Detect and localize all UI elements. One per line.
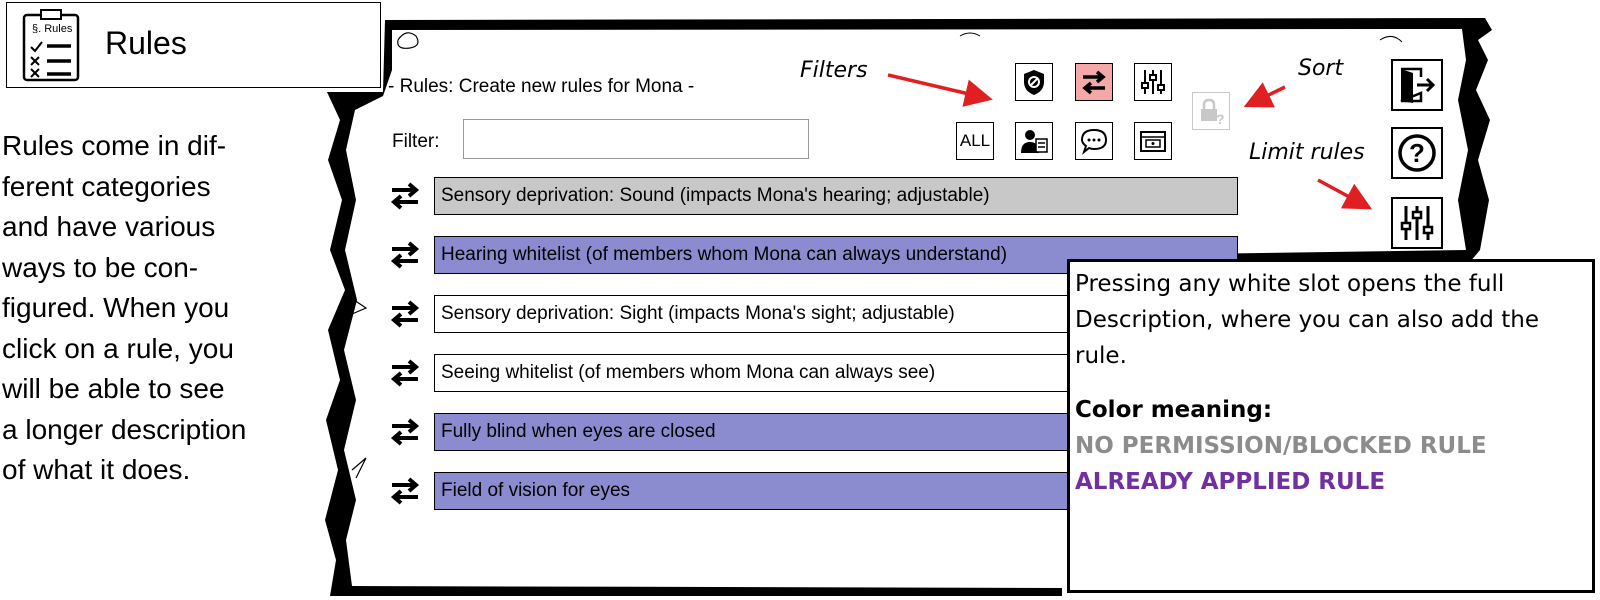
intro-line: ferent categories: [2, 170, 211, 202]
filter-device-button[interactable]: [1134, 122, 1172, 160]
sort-arrow: [1243, 82, 1286, 108]
lock-question-icon: ?: [1201, 98, 1225, 126]
rule-bar-blocked[interactable]: Sensory deprivation: Sound (impacts Mona…: [434, 177, 1238, 215]
person-card-icon: [1021, 130, 1048, 153]
swap-arrows-icon: [1082, 70, 1106, 95]
limit-rules-arrow: [1317, 178, 1373, 210]
help-button[interactable]: ?: [1391, 127, 1443, 179]
filter-input[interactable]: [463, 119, 809, 159]
rule-row[interactable]: Sensory deprivation: Sound (impacts Mona…: [388, 177, 1238, 215]
clipboard-label: §. Rules: [32, 23, 73, 35]
swap-arrows-icon: [390, 241, 420, 269]
all-label: ALL: [959, 131, 991, 150]
popup-description: Pressing any white slot opens the full D…: [1075, 271, 1539, 369]
intro-line: ways to be con-: [2, 251, 199, 283]
filter-all-button[interactable]: ALL: [956, 122, 994, 160]
swap-arrows-icon: [390, 477, 420, 505]
shield-block-icon: [1024, 70, 1044, 95]
swap-arrows-icon: [390, 359, 420, 387]
limit-rules-annotation: Limit rules: [1249, 140, 1365, 165]
swap-arrows-icon: [390, 418, 420, 446]
intro-line: figured. When you: [2, 292, 230, 323]
clipboard-checklist-icon: §. Rules: [22, 9, 80, 82]
page-title: Rules: [105, 25, 187, 61]
filter-label: Filter:: [392, 131, 440, 152]
filter-members-button[interactable]: [1015, 122, 1053, 160]
legend-applied: ALREADY APPLIED RULE: [1075, 469, 1386, 495]
intro-line: Rules come in dif-: [2, 130, 227, 161]
filter-blocked-button[interactable]: [1015, 63, 1053, 101]
question-circle-icon: ?: [1398, 134, 1436, 172]
intro-line: will be able to see: [2, 373, 225, 404]
intro-line: and have various: [2, 211, 216, 242]
exit-door-icon: [1400, 67, 1436, 103]
legend-title: Color meaning:: [1075, 397, 1273, 423]
sliders-icon: [1400, 206, 1434, 240]
intro-line: a longer description: [2, 413, 247, 445]
legend-blocked: NO PERMISSION/BLOCKED RULE: [1075, 433, 1487, 459]
intro-text: Rules come in dif- ferent categories and…: [2, 126, 322, 491]
sort-button[interactable]: ?: [1192, 92, 1230, 130]
filter-swap-button[interactable]: [1075, 63, 1113, 101]
info-popup: Pressing any white slot opens the full D…: [1067, 259, 1595, 593]
limit-rules-button[interactable]: [1391, 197, 1443, 249]
intro-line: of what it does.: [2, 454, 191, 485]
exit-button[interactable]: [1391, 59, 1443, 111]
svg-text:?: ?: [1409, 138, 1425, 168]
rules-header: §. Rules Rules: [6, 2, 381, 88]
filter-settings-button[interactable]: [1134, 63, 1172, 101]
filters-arrow: [887, 73, 993, 107]
swap-arrows-icon: [390, 300, 420, 328]
intro-line: click on a rule, you: [2, 332, 234, 364]
swap-arrows-icon: [390, 182, 420, 210]
speech-bubble-icon: [1080, 128, 1108, 155]
sort-annotation: Sort: [1298, 56, 1344, 81]
svg-text:?: ?: [1216, 111, 1225, 126]
panel-title: - Rules: Create new rules for Mona -: [388, 76, 695, 97]
device-panel-icon: [1140, 131, 1166, 152]
sliders-icon: [1141, 70, 1165, 94]
filter-speech-button[interactable]: [1075, 122, 1113, 160]
filters-annotation: Filters: [800, 58, 868, 83]
